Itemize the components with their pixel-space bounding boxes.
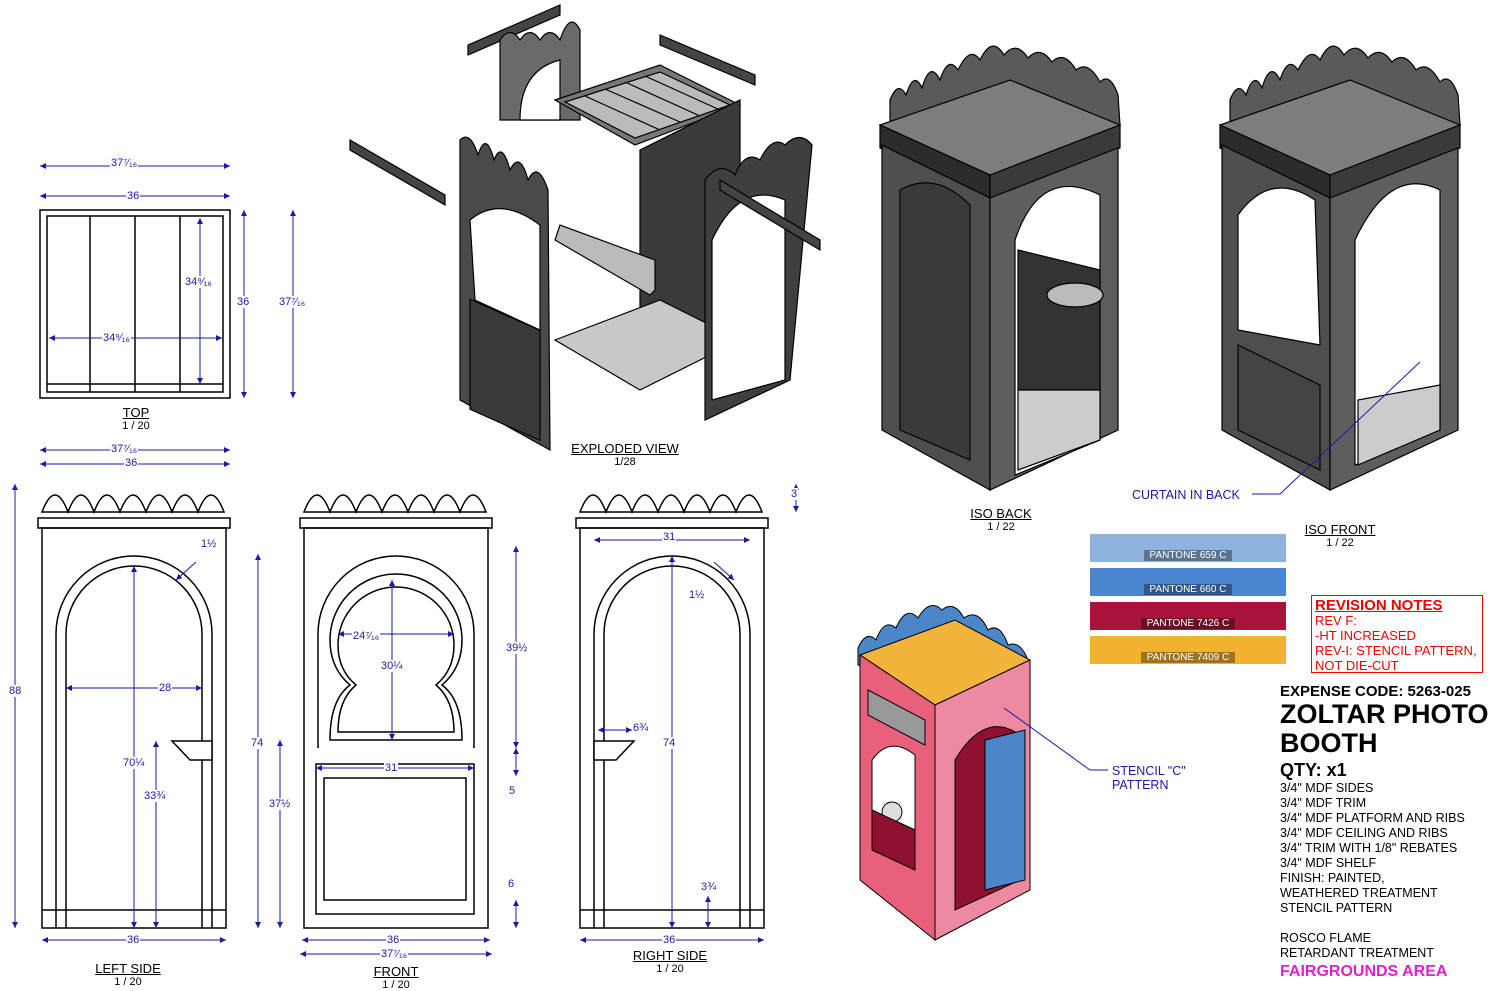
- top-view-title: TOP: [122, 405, 150, 420]
- drawing-title: ZOLTAR PHOTO BOOTH: [1280, 699, 1489, 758]
- top-view-dimensions: [40, 163, 296, 398]
- front-view: [299, 494, 493, 929]
- curtain-leader: [1252, 361, 1421, 495]
- dim-top-inner-d: 34⁹⁄₁₆: [184, 276, 213, 288]
- pantone-swatch: PANTONE 7426 C: [1090, 602, 1286, 630]
- dim-front-w: 36: [386, 934, 401, 946]
- dim-top-inner-w: 34⁹⁄₁₆: [102, 332, 131, 344]
- dim-left-arch-w: 28: [158, 682, 173, 694]
- left-side-title: LEFT SIDE: [95, 961, 161, 976]
- left-side-dimensions: [12, 447, 261, 943]
- spec-line: 3/4" TRIM WITH 1/8" REBATES: [1280, 841, 1458, 855]
- pantone-label: PANTONE 660 C: [1143, 584, 1233, 595]
- dim-right-h: 74: [662, 737, 677, 749]
- dim-front-overall-w: 37⁷⁄₁₆: [380, 948, 409, 960]
- iso-front-scale: 1 / 22: [1326, 537, 1354, 549]
- spec-line: 3/4" MDF SHELF: [1280, 856, 1377, 870]
- dim-right-w: 36: [662, 934, 677, 946]
- dim-left-trim: 1½: [200, 538, 218, 550]
- pantone-label: PANTONE 659 C: [1143, 550, 1233, 561]
- expense-code: EXPENSE CODE: 5263-025: [1280, 683, 1471, 700]
- pantone-swatch: PANTONE 7409 C: [1090, 636, 1286, 664]
- pantone-swatch: PANTONE 659 C: [1090, 534, 1286, 562]
- exploded-view: [349, 4, 821, 452]
- front-title: FRONT: [373, 964, 419, 979]
- stencil-leader: [1003, 707, 1108, 771]
- top-view-scale: 1 / 20: [122, 420, 150, 432]
- quantity: QTY: x1: [1280, 760, 1347, 780]
- iso-back-scale: 1 / 22: [987, 521, 1015, 533]
- spec-line: 3/4" MDF PLATFORM AND RIBS: [1280, 811, 1465, 825]
- spec-line: 3/4" MDF SIDES: [1280, 781, 1374, 795]
- pantone-label: PANTONE 7409 C: [1140, 652, 1236, 663]
- pantone-label: PANTONE 7426 C: [1140, 618, 1236, 629]
- spec-line: 3/4" MDF CEILING AND RIBS: [1280, 826, 1448, 840]
- revision-line: NOT DIE-CUT: [1315, 658, 1399, 673]
- right-side-scale: 1 / 20: [656, 963, 684, 975]
- revision-notes: REVISION NOTES REV F: -HT INCREASED REV-…: [1311, 595, 1483, 673]
- dim-front-base: 6: [507, 878, 516, 890]
- dim-right-trim: 1½: [688, 589, 706, 601]
- dim-left-opening-h: 74: [250, 737, 265, 749]
- dim-left-shelf-h: 33¾: [143, 790, 167, 802]
- iso-front-view: [1218, 45, 1462, 492]
- title-block: EXPENSE CODE: 5263-025 ZOLTAR PHOTO BOOT…: [1280, 683, 1500, 981]
- area-name: FAIRGROUNDS AREA: [1280, 963, 1448, 980]
- right-side-title: RIGHT SIDE: [632, 948, 708, 963]
- left-side-scale: 1 / 20: [114, 976, 142, 988]
- spec-line: FINISH: PAINTED,: [1280, 871, 1385, 885]
- dim-top-overall-d: 37⁷⁄₁₆: [278, 296, 307, 308]
- dim-right-arch-w: 31: [662, 531, 677, 543]
- revision-line: -HT INCREASED: [1315, 628, 1416, 643]
- dim-front-window-h: 30¼: [380, 660, 404, 672]
- dim-front-panel-w: 31: [384, 762, 399, 774]
- revision-heading: REVISION NOTES: [1315, 597, 1443, 614]
- revision-line: REV-I: STENCIL PATTERN,: [1315, 643, 1477, 658]
- exploded-view-scale: 1/28: [614, 456, 636, 468]
- iso-back-title: ISO BACK: [970, 506, 1032, 521]
- dim-front-rail: 5: [508, 785, 517, 797]
- dim-right-base: 3¾: [700, 881, 718, 893]
- top-view: [39, 209, 231, 399]
- spec-line: STENCIL PATTERN: [1280, 901, 1393, 915]
- dim-left-bottom-w: 36: [126, 934, 141, 946]
- dim-top-overall-w: 37⁷⁄₁₆: [110, 157, 139, 169]
- front-scale: 1 / 20: [382, 979, 410, 991]
- spec-list: 3/4" MDF SIDES 3/4" MDF TRIM 3/4" MDF PL…: [1280, 781, 1500, 961]
- spec-line: RETARDANT TREATMENT: [1280, 946, 1434, 960]
- dim-front-bottom-h: 37½: [268, 798, 292, 810]
- dim-front-top-h: 39½: [505, 642, 529, 654]
- iso-back-view: [878, 45, 1122, 492]
- dim-left-w: 36: [124, 457, 139, 469]
- dim-left-arch-h: 70¼: [122, 757, 146, 769]
- dim-top-w: 36: [126, 190, 141, 202]
- spec-line: [1280, 916, 1500, 931]
- dim-right-crown: 3: [790, 488, 799, 500]
- exploded-view-title: EXPLODED VIEW: [571, 441, 679, 456]
- revision-line: REV F:: [1315, 613, 1357, 628]
- iso-front-title: ISO FRONT: [1304, 522, 1376, 537]
- color-render: [857, 605, 1032, 942]
- dim-front-window-w: 24⁷⁄₁₆: [352, 630, 381, 642]
- dim-top-d: 36: [236, 296, 251, 308]
- dim-right-shelf: 6¾: [632, 722, 650, 734]
- curtain-callout: CURTAIN IN BACK: [1132, 488, 1240, 502]
- spec-line: WEATHERED TREATMENT: [1280, 886, 1438, 900]
- dim-left-h: 88: [8, 685, 23, 697]
- pantone-swatch: PANTONE 660 C: [1090, 568, 1286, 596]
- spec-line: 3/4" MDF TRIM: [1280, 796, 1367, 810]
- spec-line: ROSCO FLAME: [1280, 931, 1371, 945]
- stencil-callout: STENCIL "C" PATTERN: [1112, 764, 1186, 792]
- dim-left-overall-w: 37⁷⁄₁₆: [110, 443, 139, 455]
